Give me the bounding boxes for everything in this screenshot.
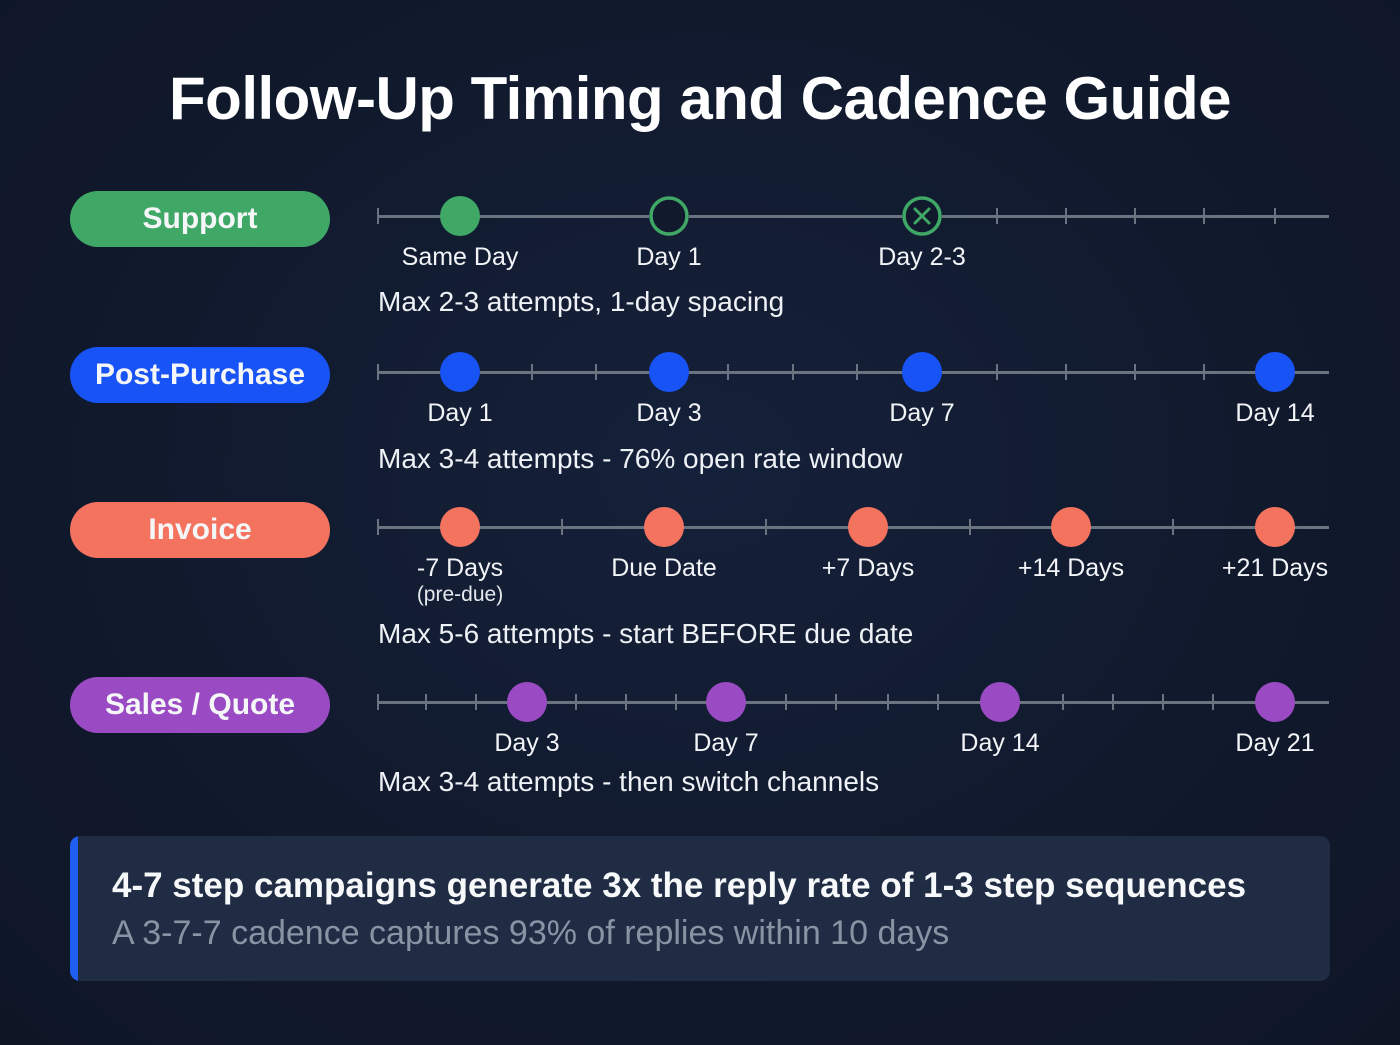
milestone-sublabel: (pre-due) <box>416 583 504 606</box>
timeline-tick <box>1134 208 1136 224</box>
milestone-label: Day 14 <box>960 729 1040 757</box>
timeline-tick <box>835 694 837 710</box>
timeline-tick <box>1274 208 1276 224</box>
cadence-note: Max 2-3 attempts, 1-day spacing <box>378 286 785 317</box>
category-pill-post-purchase: Post-Purchase <box>70 347 330 403</box>
timeline-tick <box>765 519 767 535</box>
timeline-tick <box>1134 364 1136 380</box>
filled-milestone-icon <box>1255 507 1295 547</box>
timeline-track <box>377 701 1329 704</box>
cadence-note: Max 5-6 attempts - start BEFORE due date <box>378 618 914 649</box>
insight-callout: 4-7 step campaigns generate 3x the reply… <box>70 836 1330 981</box>
filled-milestone-icon <box>507 682 547 722</box>
timeline-start-tick <box>377 364 379 380</box>
filled-milestone-icon <box>980 682 1020 722</box>
filled-milestone-icon <box>440 196 480 236</box>
timeline-tick <box>1162 694 1164 710</box>
milestone-label: Same Day <box>401 243 519 271</box>
milestone-label: Day 2-3 <box>878 243 966 271</box>
timeline-tick <box>1065 364 1067 380</box>
milestone-label: Day 3 <box>636 399 702 427</box>
timeline-tick <box>887 694 889 710</box>
milestone-label: Day 21 <box>1235 729 1315 757</box>
timeline-tick <box>575 694 577 710</box>
timeline-tick <box>792 364 794 380</box>
timeline-tick <box>1203 208 1205 224</box>
milestone-label: -7 Days <box>416 554 504 582</box>
timeline-tick <box>1172 519 1174 535</box>
page-title: Follow-Up Timing and Cadence Guide <box>169 65 1231 132</box>
filled-milestone-icon <box>848 507 888 547</box>
timeline-tick <box>475 694 477 710</box>
timeline-track <box>377 215 1329 218</box>
milestone-label: Day 7 <box>693 729 759 757</box>
timeline-tick <box>425 694 427 710</box>
timeline-tick <box>969 519 971 535</box>
filled-milestone-icon <box>902 352 942 392</box>
timeline-tick <box>996 364 998 380</box>
milestone-label: Day 7 <box>889 399 955 427</box>
timeline-tick <box>996 208 998 224</box>
timeline-tick <box>1112 694 1114 710</box>
category-pill-invoice: Invoice <box>70 502 330 558</box>
filled-milestone-icon <box>1255 682 1295 722</box>
callout-headline: 4-7 step campaigns generate 3x the reply… <box>112 866 1247 905</box>
timeline-tick <box>856 364 858 380</box>
timeline-tick <box>1062 694 1064 710</box>
filled-milestone-icon <box>649 352 689 392</box>
timeline-start-tick <box>377 519 379 535</box>
timeline-tick <box>675 694 677 710</box>
timeline-tick <box>1065 208 1067 224</box>
timeline-tick <box>561 519 563 535</box>
hollow-milestone-icon <box>649 196 689 236</box>
milestone-label: Day 1 <box>427 399 493 427</box>
timeline-tick <box>727 364 729 380</box>
milestone-label: +7 Days <box>821 554 915 582</box>
category-pill-support: Support <box>70 191 330 247</box>
timeline-tick <box>937 694 939 710</box>
milestone-label: Day 14 <box>1235 399 1315 427</box>
filled-milestone-icon <box>1051 507 1091 547</box>
timeline-tick <box>1212 694 1214 710</box>
timeline-tick <box>531 364 533 380</box>
milestone-label: +14 Days <box>1017 554 1125 582</box>
callout-subline: A 3-7-7 cadence captures 93% of replies … <box>112 914 950 952</box>
filled-milestone-icon <box>644 507 684 547</box>
category-pill-sales-quote: Sales / Quote <box>70 677 330 733</box>
filled-milestone-icon <box>440 352 480 392</box>
cadence-note: Max 3-4 attempts - then switch channels <box>378 766 880 797</box>
cadence-note: Max 3-4 attempts - 76% open rate window <box>378 443 903 474</box>
timeline-tick <box>1203 364 1205 380</box>
timeline-tick <box>625 694 627 710</box>
callout-accent-bar <box>70 836 78 981</box>
crossed-milestone-icon <box>902 196 942 236</box>
filled-milestone-icon <box>440 507 480 547</box>
timeline-tick <box>595 364 597 380</box>
timeline-track <box>377 371 1329 374</box>
filled-milestone-icon <box>1255 352 1295 392</box>
milestone-label: Day 1 <box>636 243 702 271</box>
milestone-label: Day 3 <box>494 729 560 757</box>
timeline-tick <box>785 694 787 710</box>
filled-milestone-icon <box>706 682 746 722</box>
timeline-start-tick <box>377 694 379 710</box>
timeline-start-tick <box>377 208 379 224</box>
milestone-label: Due Date <box>611 554 717 582</box>
milestone-label: +21 Days <box>1221 554 1329 582</box>
